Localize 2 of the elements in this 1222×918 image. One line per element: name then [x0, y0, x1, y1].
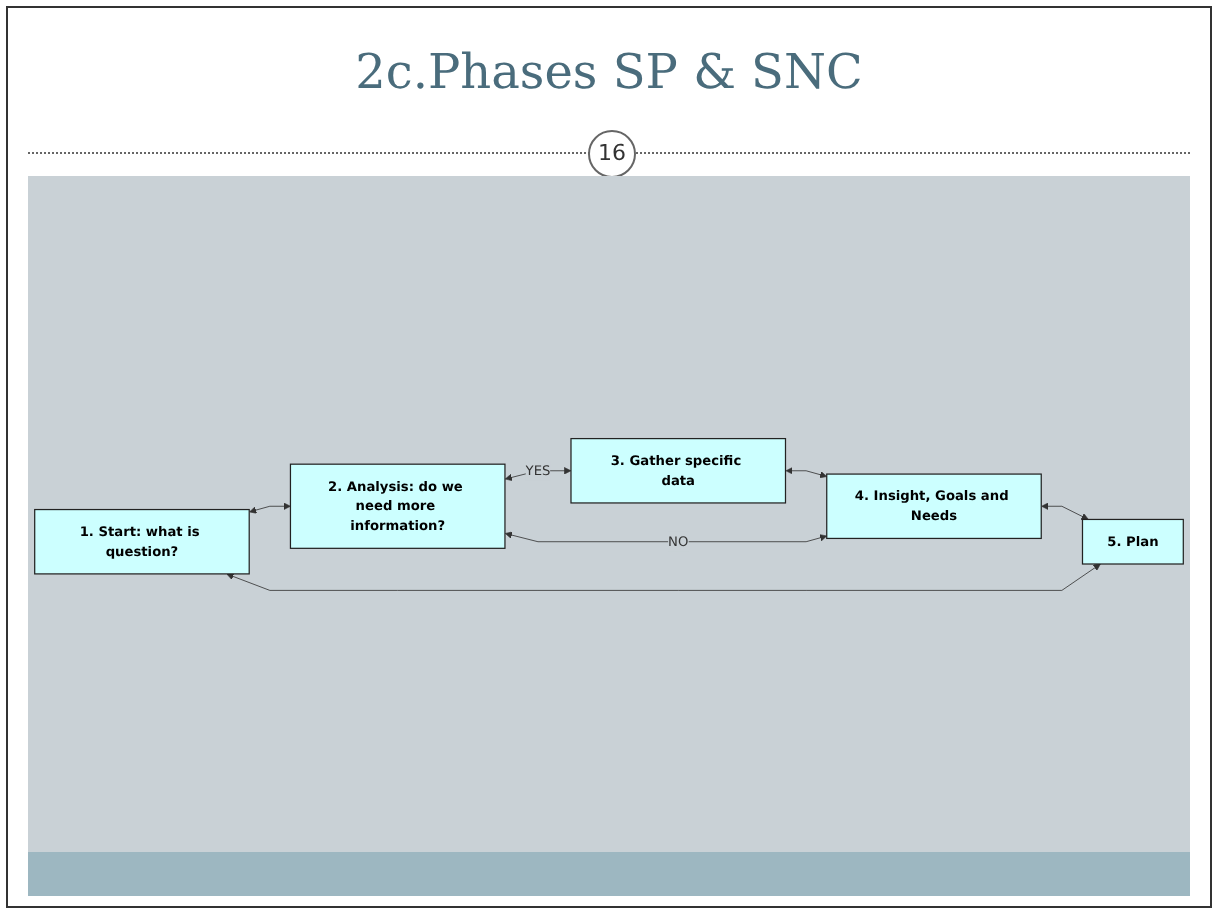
page-number: 16: [588, 130, 636, 178]
slide-title: 2c.Phases SP & SNC: [353, 44, 865, 100]
